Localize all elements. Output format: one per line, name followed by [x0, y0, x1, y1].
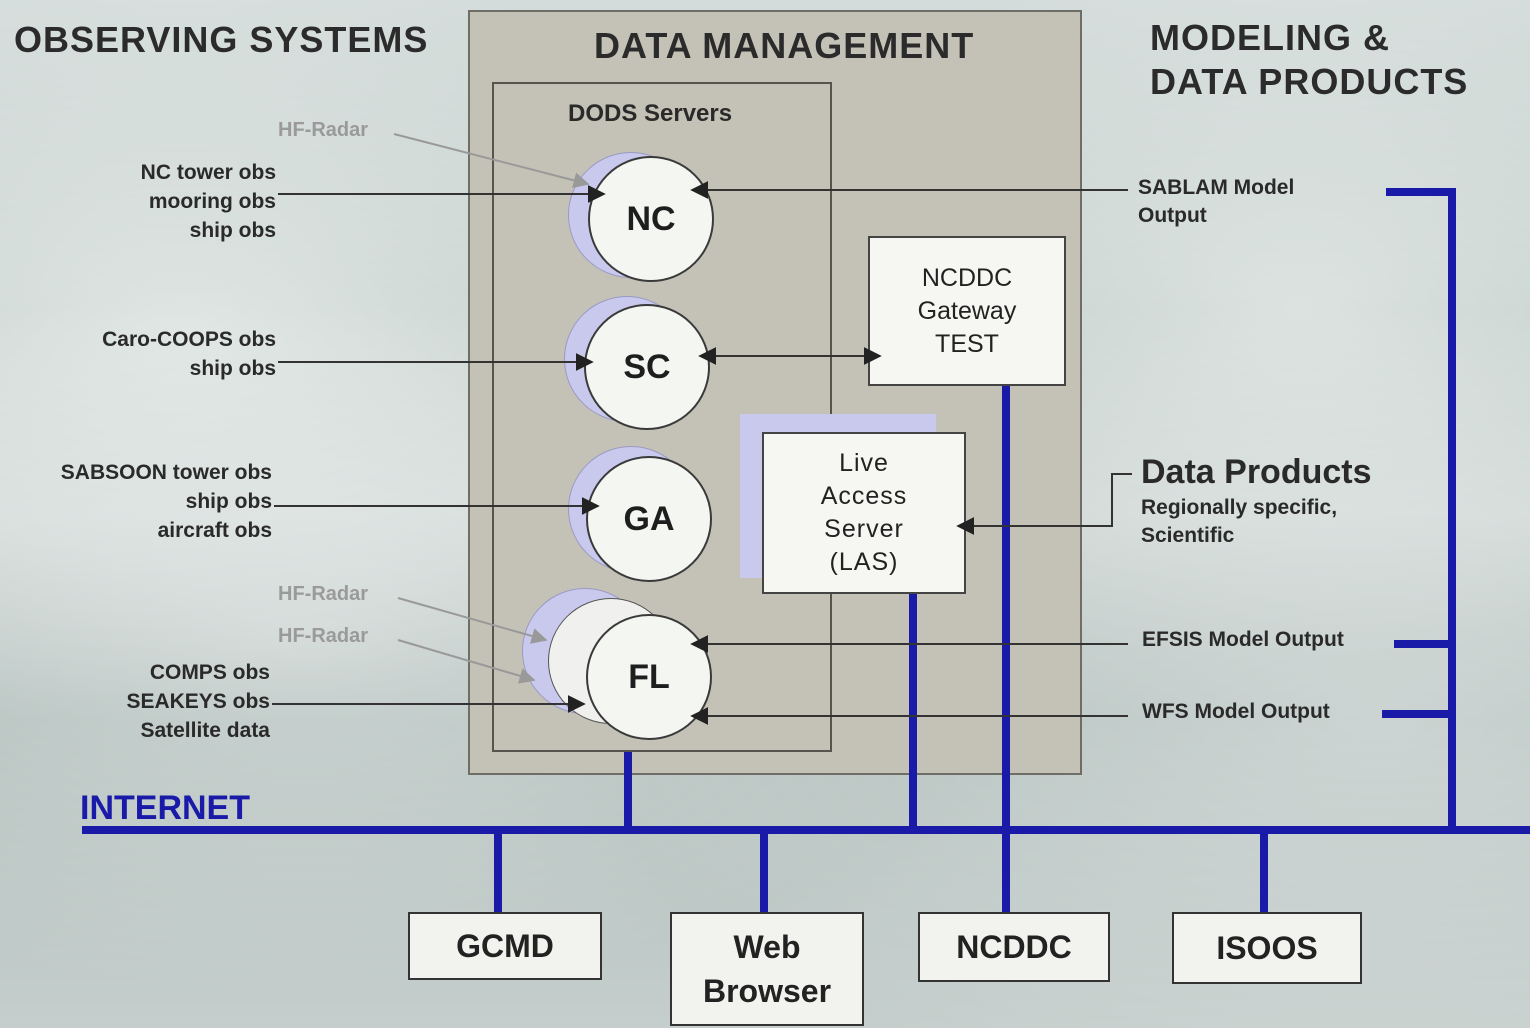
web-browser-line-1: Web	[733, 929, 801, 965]
gateway-line-3: TEST	[935, 329, 999, 358]
hf-radar-arrow-nc	[393, 133, 590, 189]
ncddc-box: NCDDC	[918, 912, 1110, 982]
modeling-title-line1: MODELING &	[1150, 17, 1390, 58]
hf-radar-label-nc: HF-Radar	[278, 119, 369, 141]
fl-obs-2: SEAKEYS obs	[126, 690, 270, 713]
web-browser-line-2: Browser	[702, 973, 832, 1009]
fl-obs-1: COMPS obs	[149, 661, 270, 684]
sc-obs-1: Caro-COOPS obs	[102, 328, 276, 351]
ncddc-gateway-box: NCDDC Gateway TEST	[868, 236, 1066, 386]
ga-obs-label: SABSOON tower obs ship obs aircraft obs	[8, 458, 272, 545]
data-products-sub-1: Regionally specific,	[1141, 496, 1338, 519]
data-products-title: Data Products	[1141, 453, 1372, 491]
sc-obs-label: Caro-COOPS obs ship obs	[40, 325, 276, 383]
nc-obs-label: NC tower obs mooring obs ship obs	[60, 158, 276, 245]
nc-obs-3: ship obs	[189, 219, 276, 242]
gcmd-box: GCMD	[408, 912, 602, 980]
las-line-4: (LAS)	[829, 548, 899, 576]
hf-radar-arrows	[393, 133, 590, 684]
fl-obs-3: Satellite data	[140, 719, 270, 742]
nc-obs-1: NC tower obs	[140, 161, 276, 184]
las-box: Live Access Server (LAS)	[762, 432, 966, 594]
hf-radar-arrow-fl-1	[397, 597, 548, 644]
web-browser-box: Web Browser	[670, 912, 864, 1026]
las-line-2: Access	[820, 482, 908, 510]
hf-radar-arrow-fl-2	[397, 639, 536, 684]
ga-obs-1: SABSOON tower obs	[60, 461, 272, 484]
data-products-subtitle: Regionally specific, Scientific	[1141, 494, 1337, 550]
isoos-box: ISOOS	[1172, 912, 1362, 984]
network-lines	[82, 188, 1530, 912]
sablam-line-2: Output	[1138, 204, 1207, 227]
las-line-3: Server	[824, 515, 904, 543]
gateway-line-2: Gateway	[917, 296, 1017, 325]
wfs-label: WFS Model Output	[1142, 700, 1330, 723]
dods-servers-title: DODS Servers	[568, 100, 733, 127]
gateway-line-1: NCDDC	[921, 263, 1013, 292]
modeling-title-line2: DATA PRODUCTS	[1150, 61, 1469, 102]
ga-obs-3: aircraft obs	[157, 519, 272, 542]
ga-obs-2: ship obs	[185, 490, 272, 513]
data-products-sub-2: Scientific	[1141, 524, 1235, 547]
internet-label: INTERNET	[80, 789, 250, 827]
ga-server: GA	[586, 456, 712, 582]
nc-obs-2: mooring obs	[148, 190, 276, 213]
data-management-title: DATA MANAGEMENT	[594, 25, 975, 66]
sc-server: SC	[584, 304, 710, 430]
hf-radar-label-fl-1: HF-Radar	[278, 583, 369, 605]
data-products-arrow	[956, 473, 1132, 535]
fl-obs-label: COMPS obs SEAKEYS obs Satellite data	[40, 658, 270, 745]
sablam-label: SABLAM Model Output	[1138, 174, 1294, 230]
sablam-line-1: SABLAM Model	[1138, 176, 1295, 199]
hf-radar-label-fl-2: HF-Radar	[278, 625, 369, 647]
efsis-label: EFSIS Model Output	[1142, 628, 1344, 651]
observation-arrows	[272, 181, 1132, 725]
las-line-1: Live	[839, 449, 889, 477]
nc-server: NC	[588, 156, 714, 282]
sc-obs-2: ship obs	[189, 357, 276, 380]
observing-systems-title: OBSERVING SYSTEMS	[14, 19, 429, 60]
